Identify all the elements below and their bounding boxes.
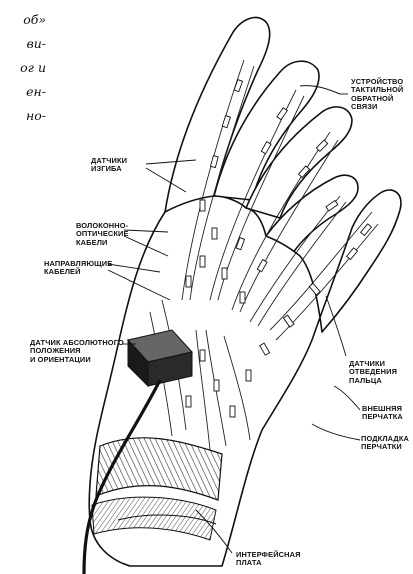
label-thumb-abduction: ДАТЧИКИ ОТВЕДЕНИЯ ПАЛЬЦА <box>349 360 397 385</box>
label-glove-lining: ПОДКЛАДКА ПЕРЧАТКИ <box>361 435 409 452</box>
label-cable-guides: НАПРАВЛЯЮЩИЕ КАБЕЛЕЙ <box>44 260 112 277</box>
label-tactile-feedback: УСТРОЙСТВО ТАКТИЛЬНОЙ ОБРАТНОЙ СВЯЗИ <box>351 78 403 112</box>
label-bend-sensors: ДАТЧИКИ ИЗГИБА <box>91 157 127 174</box>
label-interface-board: ИНТЕРФЕЙСНАЯ ПЛАТА <box>236 551 301 568</box>
label-position-sensor: ДАТЧИК АБСОЛЮТНОГО ПОЛОЖЕНИЯ И ОРИЕНТАЦИ… <box>30 339 124 364</box>
label-outer-glove: ВНЕШНЯЯ ПЕРЧАТКА <box>362 405 403 422</box>
label-fiber-cables: ВОЛОКОННО- ОПТИЧЕСКИЕ КАБЕЛИ <box>76 222 129 247</box>
